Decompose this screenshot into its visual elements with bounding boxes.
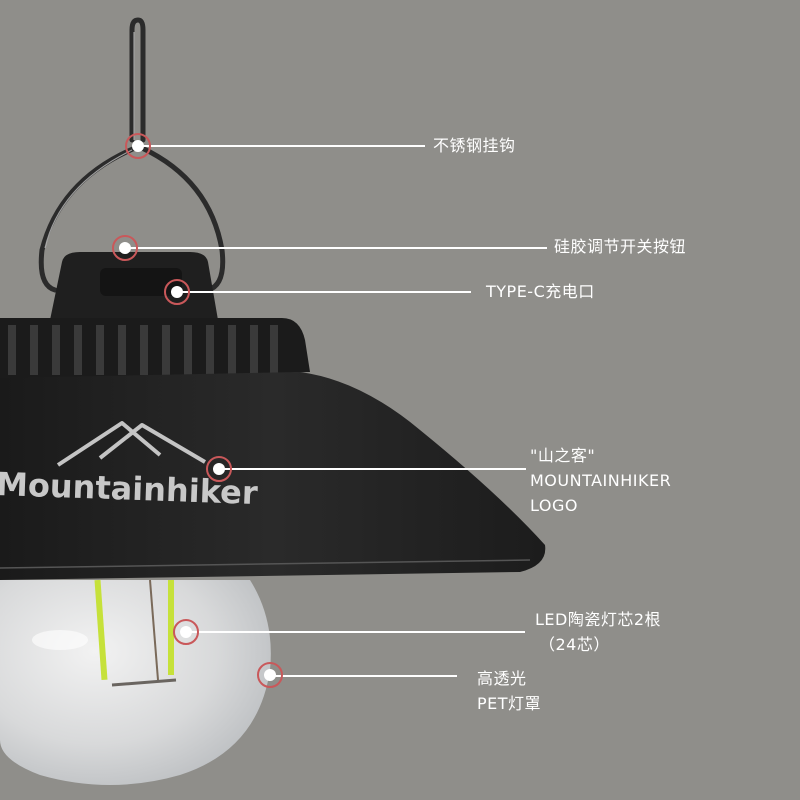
switch-label: 硅胶调节开关按钮 [554, 237, 687, 256]
hook-leader-line [140, 145, 425, 147]
mountain-logo [56, 421, 207, 467]
shade-marker [257, 662, 283, 688]
steel-hook [38, 17, 226, 293]
led-leader-line [188, 631, 525, 633]
hook-marker [125, 133, 151, 159]
led-filaments [94, 579, 177, 687]
shade-label: 高透光 PET灯罩 [477, 669, 542, 713]
typec-leader-line [180, 291, 471, 293]
typec-marker [164, 279, 190, 305]
logo-leader-line [220, 468, 526, 470]
switch-leader-line [127, 247, 547, 249]
typec-label: TYPE-C充电口 [486, 282, 595, 301]
led-marker [173, 619, 199, 645]
switch-marker [112, 235, 138, 261]
led-label: LED陶瓷灯芯2根 （24芯） [535, 610, 662, 654]
logo-label: "山之客" MOUNTAINHIKER LOGO [530, 446, 672, 515]
hook-label: 不锈钢挂钩 [433, 136, 516, 155]
lamp-shade [0, 372, 546, 580]
logo-marker [206, 456, 232, 482]
shade-leader-line [272, 675, 457, 677]
